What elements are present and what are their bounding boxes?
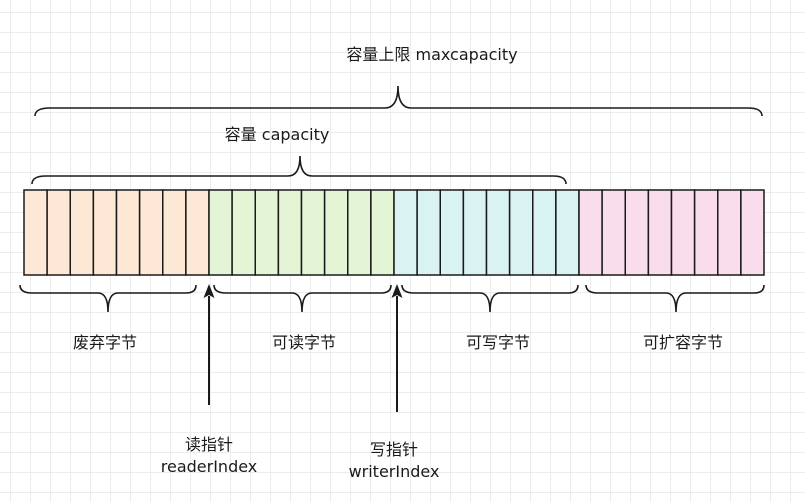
readable-byte-cell	[323, 189, 349, 276]
readable-byte-cell	[208, 189, 233, 276]
expandable-bytes-label: 可扩容字节	[642, 333, 724, 352]
readable-bytes-label: 可读字节	[271, 333, 337, 352]
discarded-byte-cell	[23, 189, 48, 276]
readable-byte-cell	[347, 189, 372, 276]
reader-index-label-en: readerIndex	[160, 457, 258, 476]
readable-byte-cell	[370, 189, 395, 276]
expandable-byte-cell	[693, 189, 719, 276]
expandable-byte-cell	[670, 189, 696, 276]
writable-byte-cell	[393, 189, 418, 276]
writable-bytes-label: 可写字节	[465, 333, 531, 352]
capacity-label: 容量 capacity	[224, 125, 330, 144]
expandable-byte-cell	[601, 189, 627, 276]
writable-byte-cell	[462, 189, 488, 276]
discarded-byte-cell	[69, 189, 95, 276]
expandable-byte-cell	[740, 189, 765, 276]
reader-index-arrow	[203, 284, 215, 405]
writable-brace	[401, 284, 579, 313]
expandable-byte-cell	[647, 189, 673, 276]
readable-byte-cell	[254, 189, 280, 276]
expandable-byte-cell	[624, 189, 650, 276]
capacity-brace	[31, 155, 567, 185]
reader-index-label-cn: 读指针	[184, 435, 233, 454]
discarded-bytes-label: 废弃字节	[72, 333, 138, 352]
expandable-byte-cell	[717, 189, 742, 276]
readable-brace	[213, 284, 392, 313]
writer-index-arrow	[391, 284, 403, 412]
writable-byte-cell	[439, 189, 465, 276]
discarded-byte-cell	[162, 189, 187, 276]
reader-index-label: 读指针 readerIndex	[161, 434, 258, 478]
expandable-brace	[585, 284, 765, 313]
expandable-byte-cell	[578, 189, 603, 276]
writable-byte-cell	[416, 189, 442, 276]
readable-byte-cell	[277, 189, 303, 276]
readable-byte-cell	[231, 189, 257, 276]
discarded-byte-cell	[138, 189, 164, 276]
readable-byte-cell	[300, 189, 326, 276]
writable-byte-cell	[485, 189, 511, 276]
max-capacity-brace	[34, 85, 763, 117]
discarded-byte-cell	[92, 189, 118, 276]
discarded-byte-cell	[115, 189, 141, 276]
writable-byte-cell	[555, 189, 580, 276]
writer-index-label-en: writerIndex	[348, 462, 440, 481]
max-capacity-label: 容量上限 maxcapacity	[346, 45, 518, 64]
discarded-brace	[19, 284, 197, 313]
writable-byte-cell	[508, 189, 534, 276]
writer-index-label: 写指针 writerIndex	[349, 439, 440, 483]
buffer-cells	[23, 189, 765, 276]
writer-index-label-cn: 写指针	[369, 440, 419, 459]
writable-byte-cell	[532, 189, 557, 276]
discarded-byte-cell	[185, 189, 210, 276]
discarded-byte-cell	[46, 189, 72, 276]
